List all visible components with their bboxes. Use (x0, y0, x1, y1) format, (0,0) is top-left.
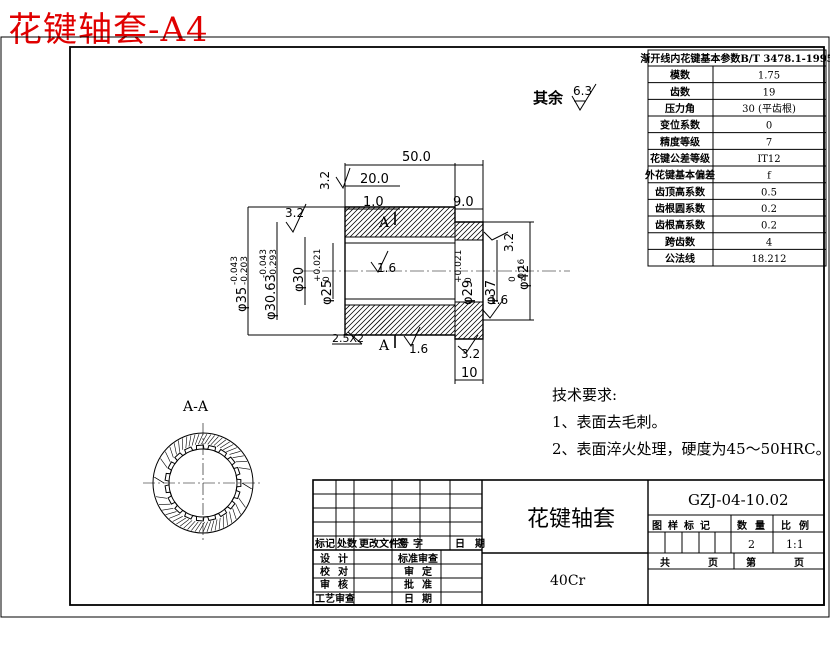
svg-text:数量: 数量 (737, 519, 773, 532)
svg-text:φ25: φ25 (320, 280, 335, 305)
svg-text:批准: 批准 (404, 578, 440, 591)
spline-param-label: 齿根圆系数 (655, 202, 706, 215)
svg-text:6.3: 6.3 (573, 84, 592, 98)
dim-50: 50.0 (402, 150, 431, 165)
spline-table-heading: 渐开线内花键基本参数B/T 3478.1-1995 (640, 52, 830, 65)
spline-param-label: 公法线 (665, 252, 695, 265)
chamfer-note: 2.5X2 (332, 332, 364, 345)
svg-text:设计: 设计 (320, 552, 356, 565)
section-label: A-A (182, 399, 209, 415)
spline-param-label: 变位系数 (660, 119, 701, 132)
svg-text:3.2: 3.2 (461, 347, 480, 361)
svg-text:+0.021: +0.021 (313, 249, 323, 282)
svg-text:图样标记: 图样标记 (652, 519, 716, 532)
page-title: 花键轴套-A4 (8, 10, 209, 50)
spline-param-label: 齿顶高系数 (655, 185, 706, 198)
svg-text:3.2: 3.2 (502, 233, 516, 252)
spline-param-label: 花键公差等级 (650, 152, 711, 165)
svg-text:0: 0 (508, 276, 518, 282)
svg-text:0: 0 (322, 276, 332, 282)
dim-9: 9.0 (453, 195, 474, 210)
svg-text:更改文件号: 更改文件号 (359, 537, 409, 550)
svg-text:0: 0 (464, 277, 474, 283)
svg-text:2、表面淬火处理，硬度为45～50HRC。: 2、表面淬火处理，硬度为45～50HRC。 (552, 440, 830, 458)
svg-text:2: 2 (748, 538, 755, 551)
spline-param-value: 0.2 (761, 204, 777, 215)
dim-1: 1.0 (363, 195, 384, 210)
spline-param-value: 0 (766, 121, 772, 132)
spline-section-view (143, 423, 263, 543)
spline-param-label: 模数 (670, 69, 691, 82)
spline-param-label: 齿根高系数 (655, 219, 706, 232)
svg-text:页: 页 (794, 557, 804, 569)
svg-text:校对: 校对 (320, 565, 356, 578)
svg-text:共: 共 (660, 556, 670, 569)
svg-text:审定: 审定 (404, 565, 440, 578)
spline-param-label: 齿数 (670, 85, 691, 98)
svg-text:φ37: φ37 (484, 280, 499, 305)
svg-text:1.6: 1.6 (489, 293, 508, 307)
dim-20: 20.0 (360, 172, 389, 187)
svg-text:φ35: φ35 (235, 287, 250, 312)
spline-param-value: 0.2 (761, 221, 777, 232)
svg-text:标准审查: 标准审查 (397, 552, 439, 565)
spline-param-value: IT12 (757, 154, 780, 165)
roughness-rest: 其余 6.3 (533, 83, 597, 111)
svg-text:-0.043: -0.043 (259, 249, 269, 278)
spline-param-value: f (767, 171, 772, 182)
spline-param-value: 1.75 (758, 71, 780, 82)
spline-param-value: 4 (766, 237, 772, 248)
spline-param-value: 0.5 (761, 187, 777, 198)
svg-text:页: 页 (708, 557, 718, 569)
svg-text:日期: 日期 (404, 592, 440, 605)
svg-text:日期: 日期 (455, 537, 495, 550)
dim-10: 10 (461, 366, 478, 381)
svg-text:-0.043: -0.043 (230, 256, 240, 285)
svg-text:1.6: 1.6 (377, 261, 396, 275)
title-block: 标记 处数 更改文件号 签字 日期 设计 校对 审核 工艺审查 标准审查 审定 … (312, 479, 825, 606)
svg-text:3.2: 3.2 (318, 171, 332, 190)
svg-text:第: 第 (746, 556, 756, 569)
outer-frame (0, 36, 830, 618)
svg-text:技术要求:: 技术要求: (552, 386, 617, 404)
spline-param-label: 外花键基本偏差 (644, 169, 715, 182)
spline-param-value: 7 (766, 137, 772, 148)
spline-param-label: 跨齿数 (665, 235, 696, 248)
svg-text:标记: 标记 (314, 537, 335, 550)
svg-text:φ30: φ30 (292, 267, 307, 292)
drawing-number: GZJ-04-10.02 (688, 491, 789, 509)
svg-text:-0.16: -0.16 (517, 258, 527, 282)
spline-param-value: 18.212 (752, 254, 787, 265)
svg-text:φ29: φ29 (461, 280, 476, 305)
svg-text:审核: 审核 (320, 578, 356, 591)
spline-param-value: 19 (763, 87, 776, 98)
svg-text:φ42: φ42 (517, 265, 532, 290)
part-name: 花键轴套 (527, 507, 615, 532)
svg-text:其余: 其余 (533, 89, 564, 107)
svg-text:φ30.63: φ30.63 (264, 274, 279, 320)
spline-param-label: 压力角 (665, 102, 695, 115)
svg-text:签字: 签字 (396, 537, 429, 550)
spline-table: 渐开线内花键基本参数B/T 3478.1-1995 模数 1.75 齿数 19 压力角 3… (640, 49, 830, 267)
svg-text:3.2: 3.2 (285, 206, 304, 220)
section-mark-bottom: A (378, 338, 390, 354)
svg-text:+0.021: +0.021 (454, 250, 464, 283)
svg-text:-0.293: -0.293 (269, 249, 279, 278)
spline-param-label: 精度等级 (660, 135, 701, 148)
svg-text:比例: 比例 (781, 519, 817, 532)
material: 40Cr (550, 573, 586, 589)
spline-param-value: 30 (平齿根) (742, 102, 796, 115)
svg-text:工艺审查: 工艺审查 (315, 592, 356, 605)
svg-text:-0.203: -0.203 (240, 256, 250, 285)
section-mark-top: A (378, 215, 390, 231)
svg-text:1:1: 1:1 (786, 538, 804, 551)
svg-text:1、表面去毛刺。: 1、表面去毛刺。 (552, 413, 667, 431)
svg-text:处数: 处数 (336, 537, 358, 550)
svg-text:1.6: 1.6 (409, 342, 428, 356)
main-section-view: 50.0 20.0 1.0 9.0 10 φ35 (230, 150, 570, 384)
technical-requirements: 技术要求: 1、表面去毛刺。 2、表面淬火处理，硬度为45～50HRC。 (552, 386, 830, 458)
